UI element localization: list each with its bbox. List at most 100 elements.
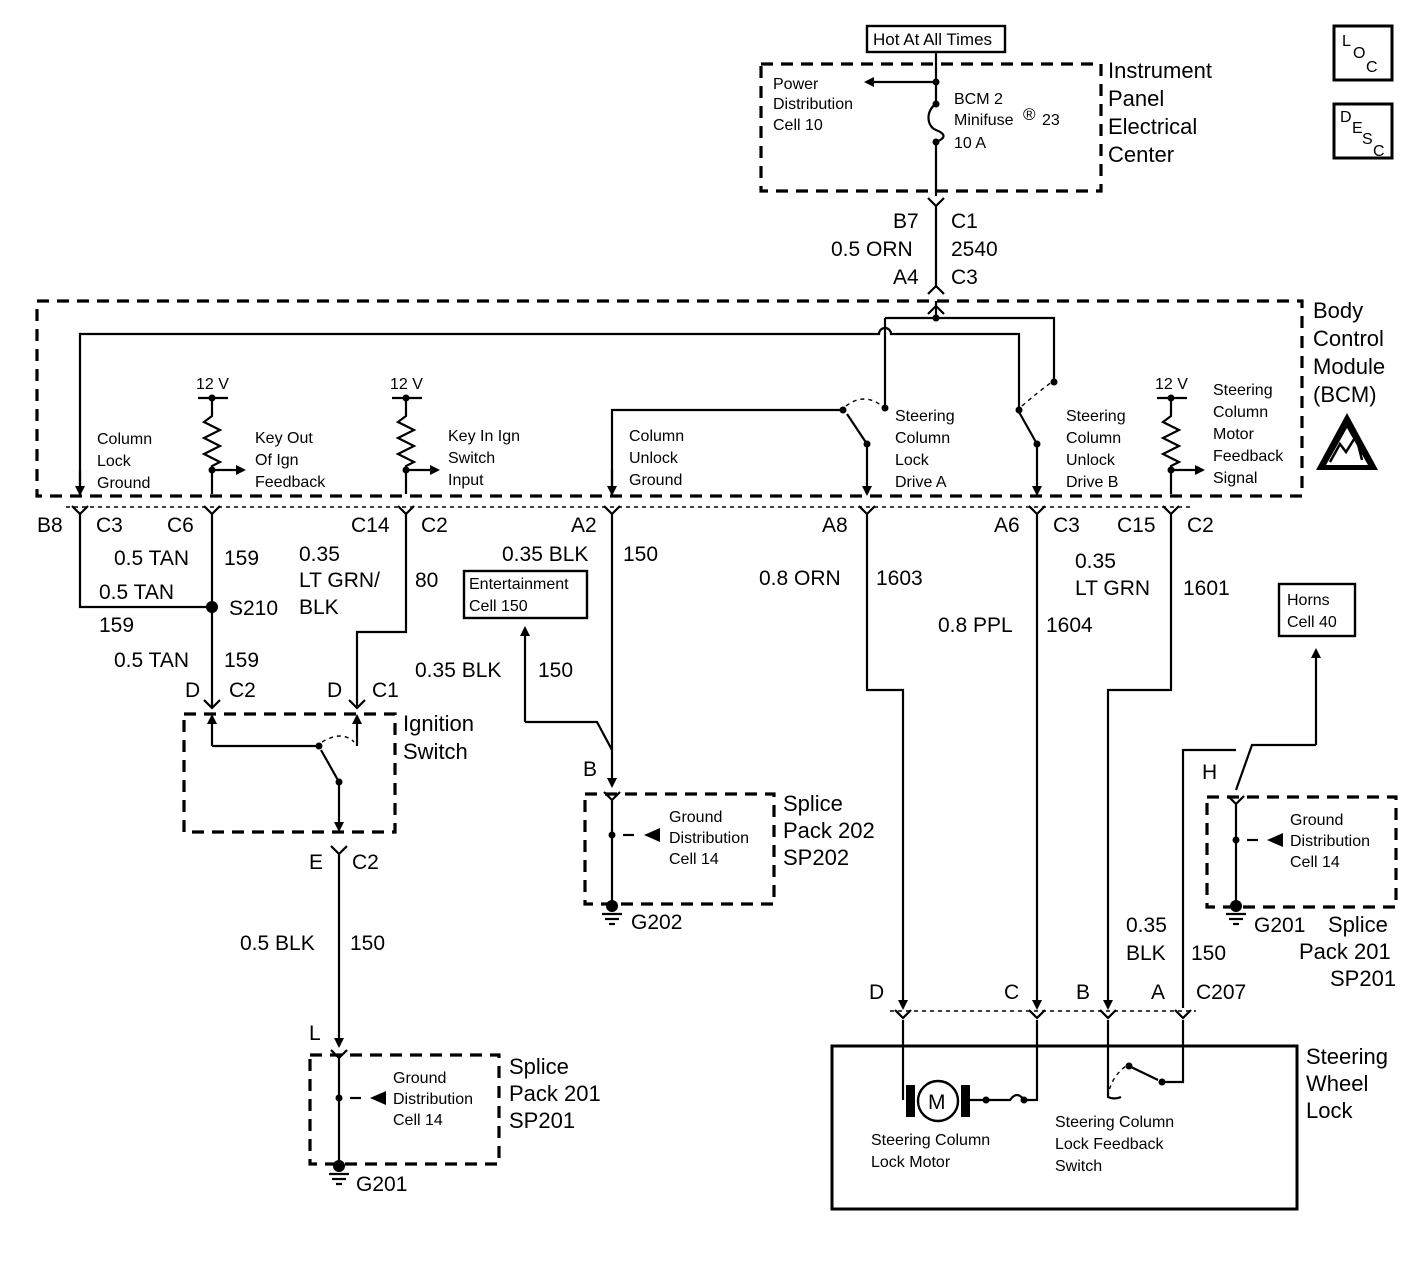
svg-text:80: 80	[415, 569, 438, 592]
splice-s210	[206, 601, 218, 613]
svg-text:LT GRN: LT GRN	[1075, 577, 1150, 600]
splice-pack-202: Splice Pack 202 SP202 Ground Distributio…	[583, 791, 875, 906]
svg-text:0.5 ORN: 0.5 ORN	[831, 238, 913, 261]
fuse-icon	[927, 103, 945, 144]
svg-text:Steering Column: Steering Column	[871, 1132, 990, 1149]
svg-text:B: B	[1076, 981, 1090, 1004]
loc-icon: L O C	[1332, 24, 1394, 82]
svg-text:Switch: Switch	[448, 450, 495, 467]
svg-text:G202: G202	[631, 911, 682, 934]
esd-warning-icon	[1316, 413, 1378, 470]
svg-text:L: L	[1342, 33, 1351, 50]
svg-text:Power: Power	[773, 76, 819, 93]
svg-text:BCM 2: BCM 2	[954, 91, 1003, 108]
svg-text:D: D	[869, 981, 884, 1004]
svg-text:(BCM): (BCM)	[1313, 382, 1377, 407]
svg-text:23: 23	[1042, 112, 1060, 129]
svg-text:0.5 TAN: 0.5 TAN	[114, 649, 189, 672]
svg-text:B8: B8	[37, 514, 63, 537]
svg-text:Column: Column	[1066, 430, 1121, 447]
svg-text:B: B	[583, 758, 597, 781]
svg-text:1604: 1604	[1046, 614, 1093, 637]
svg-text:159: 159	[99, 614, 134, 637]
svg-text:Steering: Steering	[895, 408, 955, 425]
svg-text:Drive A: Drive A	[895, 474, 947, 491]
svg-text:0.35: 0.35	[1075, 550, 1116, 573]
svg-text:Motor: Motor	[1213, 426, 1255, 443]
svg-text:O: O	[1353, 45, 1365, 62]
ipec-box: Instrument Panel Electrical Center Power…	[759, 58, 1212, 193]
svg-text:Control: Control	[1313, 326, 1384, 351]
svg-text:C3: C3	[951, 266, 978, 289]
svg-text:Ground: Ground	[97, 475, 150, 492]
svg-text:Input: Input	[448, 472, 484, 489]
svg-text:C15: C15	[1117, 514, 1156, 537]
svg-text:Instrument: Instrument	[1108, 58, 1212, 83]
svg-text:Body: Body	[1313, 298, 1363, 323]
svg-text:Ignition: Ignition	[403, 711, 474, 736]
svg-text:Drive B: Drive B	[1066, 474, 1118, 491]
svg-text:0.35 BLK: 0.35 BLK	[415, 659, 501, 682]
svg-text:Splice: Splice	[1328, 912, 1388, 937]
svg-text:159: 159	[224, 547, 259, 570]
svg-text:150: 150	[538, 659, 573, 682]
svg-text:Cell 150: Cell 150	[469, 598, 528, 615]
svg-text:Column: Column	[895, 430, 950, 447]
svg-text:C1: C1	[951, 210, 978, 233]
svg-text:D: D	[185, 679, 200, 702]
svg-text:Wheel: Wheel	[1306, 1071, 1368, 1096]
svg-text:Hot At All Times: Hot At All Times	[873, 30, 992, 49]
svg-text:12 V: 12 V	[196, 376, 229, 393]
ground-icon	[1226, 912, 1246, 926]
svg-text:SP201: SP201	[1330, 966, 1396, 991]
svg-text:C2: C2	[421, 514, 448, 537]
svg-text:Center: Center	[1108, 142, 1174, 167]
svg-text:C1: C1	[372, 679, 399, 702]
svg-text:C2: C2	[1187, 514, 1214, 537]
svg-text:E: E	[1352, 120, 1363, 137]
svg-text:Ground: Ground	[629, 472, 682, 489]
svg-text:LT GRN/: LT GRN/	[299, 569, 380, 592]
svg-text:SP202: SP202	[783, 845, 849, 870]
svg-text:Steering Column: Steering Column	[1055, 1114, 1174, 1131]
svg-text:Lock: Lock	[97, 453, 132, 470]
svg-text:Lock: Lock	[895, 452, 930, 469]
svg-text:Ground: Ground	[669, 809, 722, 826]
svg-text:Pack 202: Pack 202	[783, 818, 875, 843]
svg-text:Minifuse: Minifuse	[954, 112, 1014, 129]
ground-icon	[602, 912, 622, 926]
svg-text:BLK: BLK	[299, 596, 339, 619]
svg-text:SP201: SP201	[509, 1108, 575, 1133]
svg-text:2540: 2540	[951, 238, 998, 261]
svg-text:Feedback: Feedback	[255, 474, 326, 491]
svg-text:Module: Module	[1313, 354, 1385, 379]
svg-text:C207: C207	[1196, 981, 1246, 1004]
svg-text:Column: Column	[629, 428, 684, 445]
svg-text:Of Ign: Of Ign	[255, 452, 299, 469]
svg-text:Cell 14: Cell 14	[393, 1112, 443, 1129]
steering-wheel-lock-box: Steering Wheel Lock	[830, 1044, 1388, 1211]
svg-text:M: M	[928, 1091, 946, 1114]
entertainment-box: Entertainment Cell 150	[462, 569, 589, 620]
svg-text:159: 159	[224, 649, 259, 672]
svg-text:Steering: Steering	[1066, 408, 1126, 425]
svg-text:D: D	[1340, 109, 1352, 126]
svg-text:D: D	[327, 679, 342, 702]
svg-text:0.8 PPL: 0.8 PPL	[938, 614, 1013, 637]
svg-text:C3: C3	[96, 514, 123, 537]
svg-text:0.35: 0.35	[299, 543, 340, 566]
resistor-icon	[1160, 398, 1182, 494]
svg-text:Cell 10: Cell 10	[773, 117, 823, 134]
svg-text:Electrical: Electrical	[1108, 114, 1197, 139]
svg-text:A8: A8	[822, 514, 848, 537]
svg-text:Switch: Switch	[403, 739, 468, 764]
svg-text:Unlock: Unlock	[1066, 452, 1116, 469]
svg-text:Key In Ign: Key In Ign	[448, 428, 520, 445]
svg-text:E: E	[309, 851, 323, 874]
svg-text:Column: Column	[1213, 404, 1268, 421]
svg-text:Distribution: Distribution	[1290, 833, 1370, 850]
svg-text:0.8 ORN: 0.8 ORN	[759, 567, 841, 590]
svg-text:0.5 TAN: 0.5 TAN	[114, 547, 189, 570]
svg-text:C2: C2	[229, 679, 256, 702]
